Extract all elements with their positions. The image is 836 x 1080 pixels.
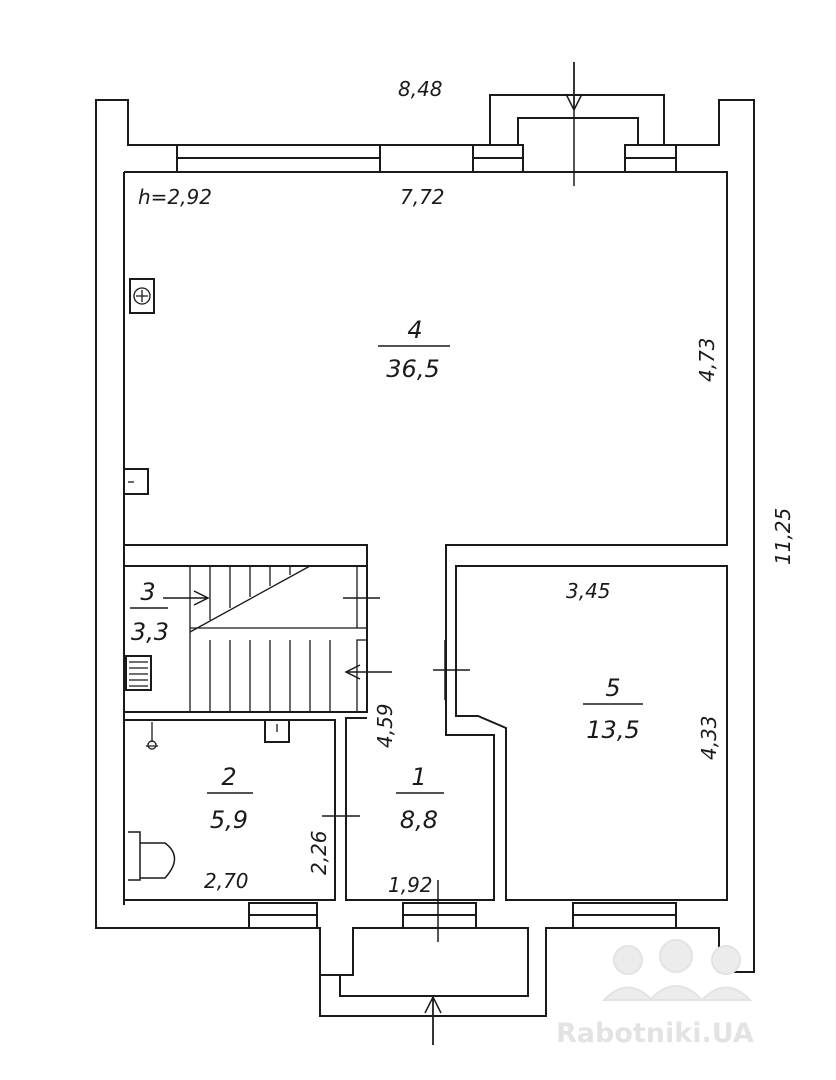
room-5-number: 5	[605, 674, 620, 702]
room-2-area: 5,9	[210, 806, 248, 834]
room-5-width-label: 3,45	[566, 579, 611, 603]
sink-icon	[264, 719, 290, 743]
meter-icon	[123, 468, 149, 495]
room-4-width-label: 7,72	[400, 185, 445, 209]
shower-icon	[146, 722, 158, 747]
outer-length-label: 11,25	[771, 508, 795, 565]
room-2-length-label: 2,26	[307, 830, 331, 875]
outer-width-label: 8,48	[398, 77, 443, 101]
radiator-icon	[125, 655, 152, 691]
room-4-number: 4	[407, 316, 422, 344]
room-2-width-label: 2,70	[204, 869, 249, 893]
room-5-length-label: 4,33	[697, 715, 721, 760]
boiler-icon	[129, 278, 155, 314]
staircase	[189, 565, 368, 713]
room-5-walls	[455, 565, 728, 901]
watermark-logo	[601, 939, 753, 1001]
room-3-area: 3,3	[131, 618, 169, 646]
bottom-porch	[319, 927, 529, 997]
top-porch	[517, 117, 639, 172]
room-1-width-label: 1,92	[388, 873, 433, 897]
room-1-area: 8,8	[400, 806, 438, 834]
room-3-number: 3	[140, 578, 155, 606]
entry-arrows	[163, 62, 583, 1045]
room-1-length-label: 4,59	[373, 703, 397, 748]
toilet-icon	[128, 831, 176, 881]
room-1-number: 1	[411, 763, 426, 791]
room-4-length-label: 4,73	[695, 337, 719, 382]
room-5-area: 13,5	[586, 716, 639, 744]
corridor-walls	[345, 545, 495, 901]
room-4-area: 36,5	[386, 355, 439, 383]
door-marks	[322, 62, 575, 1045]
ceiling-height-label: h=2,92	[138, 185, 212, 209]
watermark-text: Rabotniki.UA	[556, 1018, 754, 1049]
room-2-number: 2	[221, 763, 236, 791]
